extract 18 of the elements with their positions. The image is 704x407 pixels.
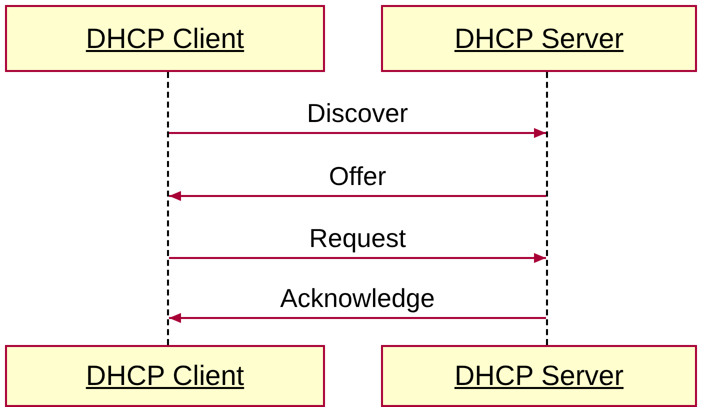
- participant-box: [381, 5, 697, 72]
- participant-name: DHCP Server: [454, 360, 624, 392]
- participant-name: DHCP Server: [454, 22, 624, 54]
- message-arrow: [169, 313, 546, 323]
- message-label: Request: [309, 223, 406, 254]
- lifeline: [167, 72, 169, 345]
- message-arrow: [169, 128, 546, 138]
- participant-name: DHCP Client: [86, 22, 244, 54]
- participant-box: [5, 5, 325, 72]
- message-arrow: [169, 191, 546, 201]
- participant-name: DHCP Client: [86, 360, 244, 392]
- message-label: Discover: [306, 98, 408, 129]
- message-label: Acknowledge: [280, 283, 435, 314]
- lifeline: [546, 72, 548, 345]
- participant-box: [5, 345, 325, 407]
- message-arrow: [169, 253, 546, 263]
- message-label: Offer: [328, 161, 386, 192]
- participant-box: [381, 345, 697, 407]
